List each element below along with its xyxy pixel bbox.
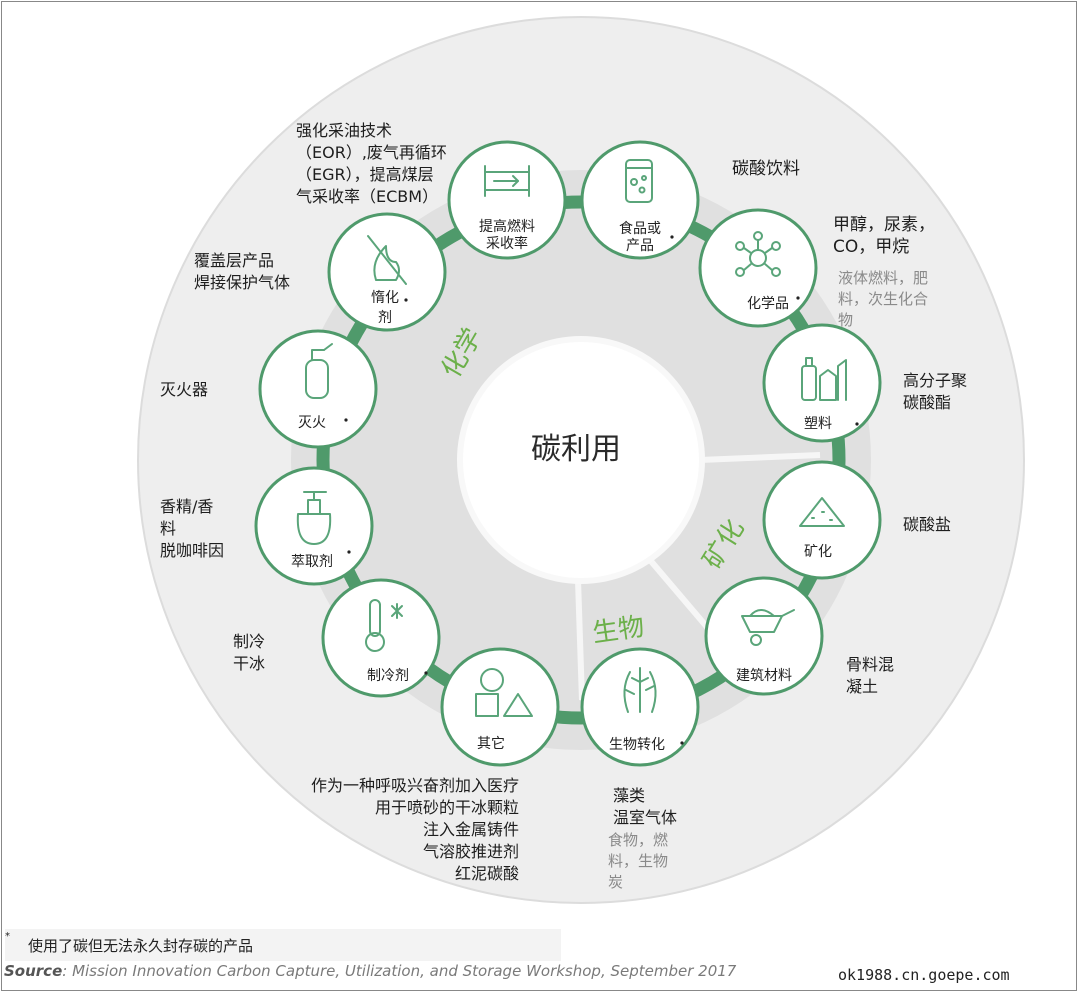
outer-label-building: 骨料混 凝土 xyxy=(846,655,895,696)
outer-label-fire: 灭火器 xyxy=(160,380,209,399)
node-circle-food xyxy=(580,140,700,260)
footnote-marker: * xyxy=(5,931,10,942)
outer-label-chem: 甲醇，尿素， CO，甲烷 xyxy=(833,215,935,257)
node-label-other: 其它 xyxy=(477,736,505,752)
fire-extinguisher-icon xyxy=(305,343,333,399)
node-label-extract: 萃取剂 xyxy=(291,554,333,570)
soda-can-icon xyxy=(625,159,653,203)
thermometer-icon xyxy=(365,599,403,652)
node-label-inert: 惰化 剂 xyxy=(371,290,399,326)
node-circle-other xyxy=(440,647,560,767)
no-fire-icon xyxy=(367,235,407,285)
footnote-box xyxy=(5,929,561,961)
outer-label-mineral: 碳酸盐 xyxy=(903,515,952,534)
node-label-plastic: 塑料 xyxy=(804,416,832,432)
node-label-building: 建筑材料 xyxy=(736,668,792,684)
outer-label-food: 碳酸饮料 xyxy=(732,159,800,179)
shapes-icon xyxy=(475,668,533,717)
node-circle-fire xyxy=(258,329,378,449)
node-label-food: 食品或 产品 xyxy=(619,221,661,254)
node-label-refrig: 制冷剂 xyxy=(367,668,409,684)
outer-label-extract: 香精/香 料 脱咖啡因 xyxy=(160,497,225,560)
sector-divider-1 xyxy=(699,452,821,463)
node-circle-refrig xyxy=(321,578,441,698)
source-line: Source: Mission Innovation Carbon Captur… xyxy=(4,962,736,980)
mineral-pile-icon xyxy=(799,497,845,527)
source-text: : Mission Innovation Carbon Capture, Uti… xyxy=(62,962,737,980)
node-label-mineral: 矿化 xyxy=(804,544,832,560)
node-circle-chem xyxy=(698,208,818,328)
molecule-icon xyxy=(735,231,781,277)
pipe-arrow-icon xyxy=(484,165,530,197)
node-circle-mineral xyxy=(762,460,882,580)
outer-label-bio-gray: 食物，燃 料，生物 炭 xyxy=(608,831,669,891)
sector-divider-3 xyxy=(575,579,585,701)
watermark-text: ok1988.cn.goepe.com xyxy=(838,966,1010,984)
node-circle-extract xyxy=(254,466,374,586)
plastic-bottles-icon xyxy=(801,357,847,401)
center-circle xyxy=(463,342,699,578)
node-circle-eor xyxy=(447,140,567,260)
spray-bottle-icon xyxy=(296,491,332,545)
outer-label-bio: 藻类 温室气体 xyxy=(613,786,678,827)
node-label-chem: 化学品 xyxy=(747,296,789,312)
sector-label-biological: 生物 xyxy=(590,612,647,649)
outer-label-eor: 强化采油技术 （EOR）,废气再循环 （EGR），提高煤层 气采收率（ECBM） xyxy=(296,121,447,206)
source-label: Source xyxy=(4,962,63,980)
footnote-text: 使用了碳但无法永久封存碳的产品 xyxy=(28,937,254,955)
outer-label-other: 作为一种呼吸兴奋剂加入医疗 用于喷砂的干冰颗粒 注入金属铸件 气溶胶推进剂 红泥… xyxy=(311,776,520,883)
outer-label-refrig: 制冷 干冰 xyxy=(233,632,266,673)
node-circle-building xyxy=(704,576,824,696)
asterisk-dots xyxy=(344,235,859,745)
algae-icon xyxy=(623,667,657,713)
node-circles xyxy=(254,140,882,767)
outer-label-inert: 覆盖层产品 焊接保护气体 xyxy=(194,251,291,292)
outer-label-chem-gray: 液体燃料，肥 料，次生化合 物 xyxy=(838,269,929,329)
wheelbarrow-icon xyxy=(741,609,795,646)
node-circle-plastic xyxy=(762,323,882,443)
node-label-eor: 提高燃料 采收率 xyxy=(479,219,535,252)
center-label: 碳利用 xyxy=(531,432,621,467)
node-label-bio: 生物转化 xyxy=(609,737,665,753)
node-circle-inert xyxy=(327,212,447,332)
outer-label-plastic: 高分子聚 碳酸酯 xyxy=(903,371,968,412)
node-label-fire: 灭火 xyxy=(298,415,326,431)
